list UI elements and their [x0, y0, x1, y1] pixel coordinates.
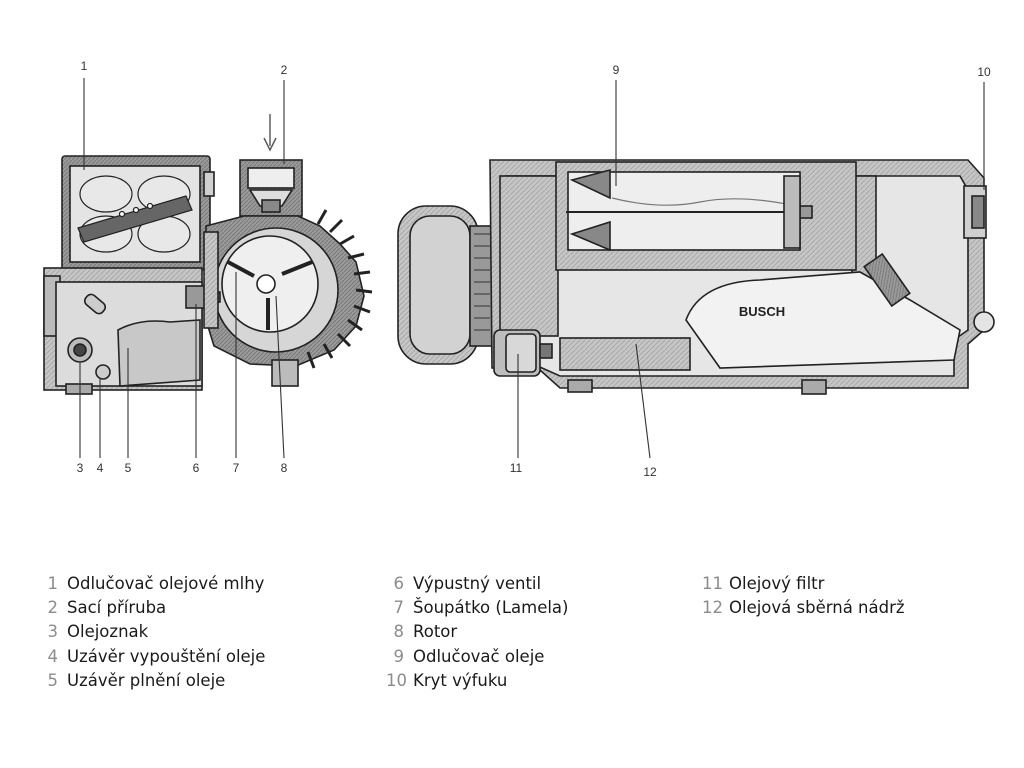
pump-cross-section-diagram: BUSCH: [43, 59, 995, 479]
separator-element: [77, 175, 193, 253]
rotor-vanes: [227, 260, 313, 330]
legend-label: Rotor: [413, 622, 458, 642]
side-view-section: BUSCH: [397, 159, 995, 395]
legend-number: 2: [47, 598, 59, 618]
legend-label: Odlučovač oleje: [413, 646, 545, 666]
legend-label: Odlučovač olejové mlhy: [67, 574, 265, 593]
callout-4: 4: [97, 461, 104, 475]
legend-item: 9 Odlučovač oleje: [386, 645, 569, 669]
legend-number: 10: [386, 670, 407, 690]
legend-number: 3: [47, 622, 59, 642]
legend-column-2: 6 Výpustný ventil 7 Šoupátko (Lamela) 8 Rot…: [386, 572, 569, 693]
legend-label: Sací příruba: [67, 598, 167, 618]
oil-fill-plug: [83, 293, 107, 315]
callout-8: 8: [281, 461, 288, 475]
motor: [397, 205, 493, 365]
oil-filter: [493, 329, 553, 377]
legend-item: 3 Olejoznak: [40, 620, 265, 644]
exhaust-cover: [963, 185, 995, 333]
legend-label: Uzávěr vypouštění oleje: [67, 646, 266, 666]
callout-2: 2: [281, 63, 288, 77]
oil-drain-plug: [95, 364, 111, 380]
legend-item: 5 Uzávěr plnění oleje: [40, 669, 265, 693]
legend-label: Kryt výfuku: [413, 670, 508, 690]
busch-logo: BUSCH: [739, 304, 785, 319]
callout-10: 10: [977, 65, 991, 79]
legend-item: 10 Kryt výfuku: [386, 669, 569, 693]
legend-item: 7 Šoupátko (Lamela): [386, 596, 569, 620]
exhaust-valve: [185, 231, 221, 329]
pump-cylinder: [205, 209, 373, 387]
callout-5: 5: [125, 461, 132, 475]
legend-number: 8: [393, 622, 405, 642]
intake-flange: [239, 114, 303, 217]
callout-7: 7: [233, 461, 240, 475]
legend-label: Olejový filtr: [729, 574, 825, 593]
callout-leaders: [79, 78, 985, 459]
legend-number: 5: [47, 670, 59, 690]
legend-item: 12 Olejová sběrná nádrž: [702, 596, 905, 620]
callout-numbers: 1 2 3 4 5 6 7 8 9 10 11 12: [77, 59, 991, 479]
callout-6: 6: [193, 461, 200, 475]
legend-number: 1: [47, 574, 59, 593]
callout-9: 9: [613, 63, 620, 77]
legend-item: 4 Uzávěr vypouštění oleje: [40, 645, 266, 669]
oil-sump: BUSCH: [559, 252, 961, 395]
callout-11: 11: [510, 461, 523, 475]
legend-number: 7: [393, 598, 405, 618]
legend-item: 2 Sací příruba: [40, 596, 265, 620]
legend-label: Šoupátko (Lamela): [413, 598, 569, 618]
legend-label: Uzávěr plnění oleje: [67, 670, 226, 690]
callout-3: 3: [77, 461, 84, 475]
legend-label: Olejoznak: [67, 622, 149, 642]
legend-item: 11 Olejový filtr: [702, 572, 905, 596]
legend-item: 8 Rotor: [386, 620, 569, 644]
legend-number: 11: [702, 574, 723, 593]
legend-label: Výpustný ventil: [413, 574, 542, 593]
legend-label: Olejová sběrná nádrž: [729, 598, 905, 618]
legend-number: 4: [47, 646, 59, 666]
legend-column-3: 11 Olejový filtr 12 Olejová sběrná nádrž: [702, 572, 905, 620]
legend-number: 6: [393, 574, 405, 593]
callout-1: 1: [81, 59, 88, 73]
legend-item: 1 Odlučovač olejové mlhy: [40, 572, 265, 596]
oil-separator: [555, 161, 857, 271]
legend-item: 6 Výpustný ventil: [386, 572, 569, 596]
callout-12: 12: [643, 465, 657, 479]
legend-number: 12: [702, 598, 723, 618]
oil-collector-tank: [559, 337, 691, 371]
legend-number: 9: [393, 646, 405, 666]
end-view-section: [43, 114, 373, 395]
